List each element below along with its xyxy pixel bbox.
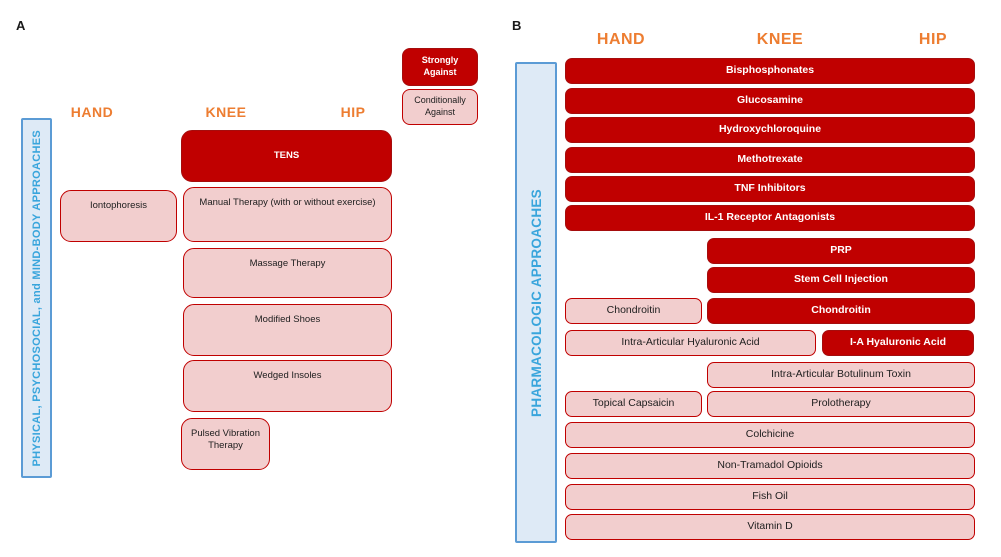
panel-a-label: A bbox=[16, 18, 26, 33]
panel-b-column-knee: KNEE bbox=[756, 31, 804, 48]
box-wedged-insoles: Wedged Insoles bbox=[183, 360, 392, 412]
box-non-tramadol-opioids: Non-Tramadol Opioids bbox=[565, 453, 975, 479]
box-intra-articular-hyaluronic-acid: Intra-Articular Hyaluronic Acid bbox=[565, 330, 816, 356]
box-glucosamine: Glucosamine bbox=[565, 88, 975, 114]
panel-a-sidebar-label: PHYSICAL, PSYCHOSOCIAL, and MIND-BODY AP… bbox=[30, 129, 43, 467]
panel-a-sidebar: PHYSICAL, PSYCHOSOCIAL, and MIND-BODY AP… bbox=[21, 118, 52, 478]
panel-b: B HAND KNEE HIP PHARMACOLOGIC APPROACHES… bbox=[500, 0, 1001, 557]
box-tnf-inhibitors: TNF Inhibitors bbox=[565, 176, 975, 202]
panel-a-column-hip: HIP bbox=[340, 104, 366, 120]
box-vitamin-d: Vitamin D bbox=[565, 514, 975, 540]
panel-b-label: B bbox=[512, 18, 522, 33]
box-modified-shoes: Modified Shoes bbox=[183, 304, 392, 356]
panel-a: A Strongly Against Conditionally Against… bbox=[0, 0, 500, 557]
box-ia-hyaluronic-acid: I-A Hyaluronic Acid bbox=[822, 330, 974, 356]
box-prp: PRP bbox=[707, 238, 975, 264]
box-il1-receptor-antagonists: IL-1 Receptor Antagonists bbox=[565, 205, 975, 231]
box-fish-oil: Fish Oil bbox=[565, 484, 975, 510]
box-intra-articular-botulinum-toxin: Intra-Articular Botulinum Toxin bbox=[707, 362, 975, 388]
box-stem-cell-injection: Stem Cell Injection bbox=[707, 267, 975, 293]
box-chondroitin-hand: Chondroitin bbox=[565, 298, 702, 324]
panel-b-column-hand: HAND bbox=[596, 31, 646, 48]
box-chondroitin-knee-hip: Chondroitin bbox=[707, 298, 975, 324]
box-methotrexate: Methotrexate bbox=[565, 147, 975, 173]
box-pulsed-vibration-therapy: Pulsed Vibration Therapy bbox=[181, 418, 270, 470]
legend-strongly-against: Strongly Against bbox=[402, 48, 478, 86]
box-massage-therapy: Massage Therapy bbox=[183, 248, 392, 298]
panel-a-column-hand: HAND bbox=[70, 104, 114, 120]
panel-b-sidebar-label: PHARMACOLOGIC APPROACHES bbox=[528, 188, 544, 417]
box-bisphosphonates: Bisphosphonates bbox=[565, 58, 975, 84]
box-tens: TENS bbox=[181, 130, 392, 182]
box-topical-capsaicin: Topical Capsaicin bbox=[565, 391, 702, 417]
box-colchicine: Colchicine bbox=[565, 422, 975, 448]
legend-conditionally-against: Conditionally Against bbox=[402, 89, 478, 125]
box-prolotherapy: Prolotherapy bbox=[707, 391, 975, 417]
box-manual-therapy: Manual Therapy (with or without exercise… bbox=[183, 187, 392, 242]
panel-b-column-hip: HIP bbox=[918, 31, 948, 48]
box-iontophoresis: Iontophoresis bbox=[60, 190, 177, 242]
box-hydroxychloroquine: Hydroxychloroquine bbox=[565, 117, 975, 143]
panel-b-sidebar: PHARMACOLOGIC APPROACHES bbox=[515, 62, 557, 543]
panel-a-column-knee: KNEE bbox=[205, 104, 247, 120]
